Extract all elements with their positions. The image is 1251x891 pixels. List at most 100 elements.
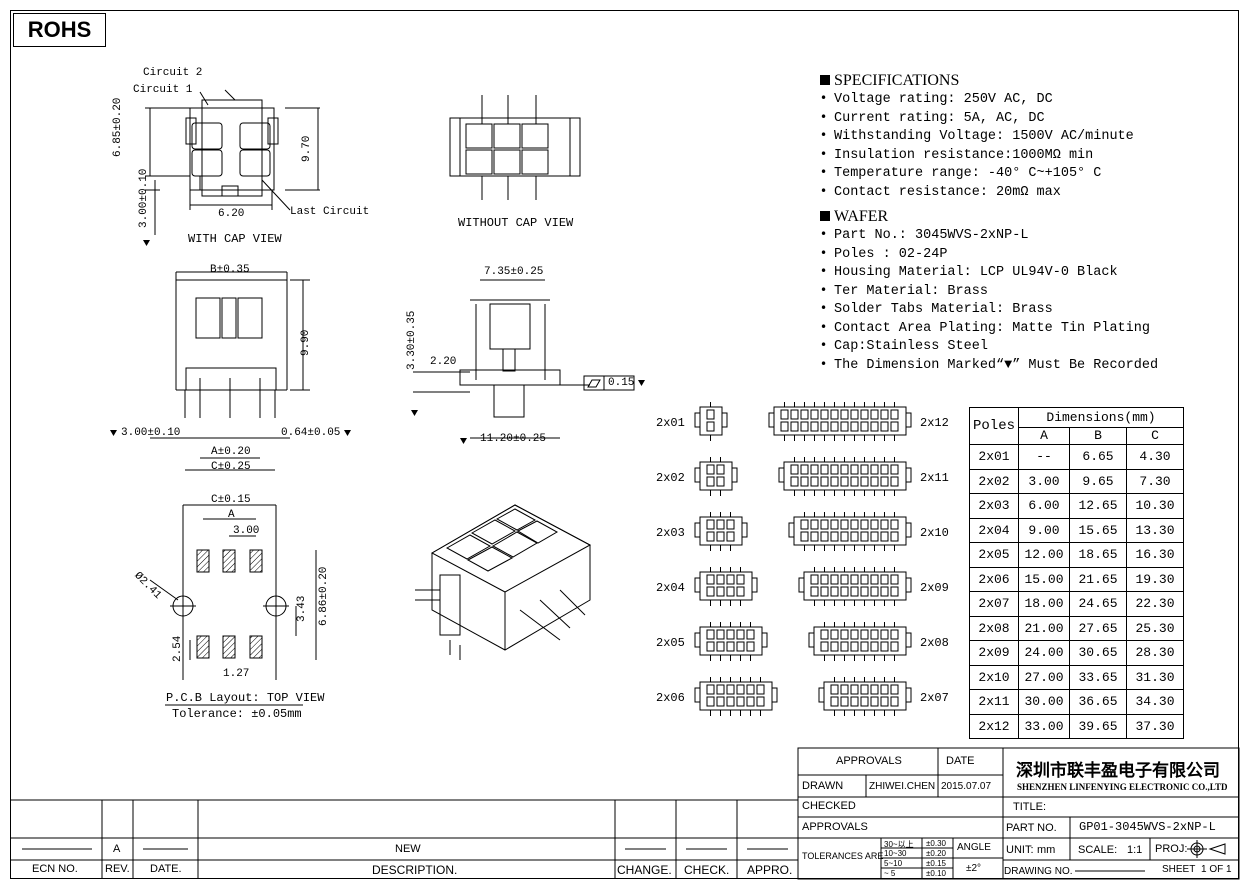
variant-2x05 [694,622,768,661]
without-cap-view-label: WITHOUT CAP VIEW [458,216,574,230]
angle-label: ANGLE [957,842,991,853]
wafer-item: Solder Tabs Material: Brass [820,300,1158,319]
variant-label: 2x08 [920,636,949,650]
with-cap-view [145,89,320,235]
rev-header: DESCRIPTION. [372,863,458,877]
rev-header: CHECK. [684,863,730,877]
dim-686: 6.86±0.20 [318,566,330,626]
dim-970: 9.70 [301,135,313,162]
variant-2x06 [694,677,778,716]
rev-header: DATE. [150,863,182,875]
table-cell: 24.00 [1018,640,1070,666]
dim-c: C±0.25 [211,461,251,473]
last-circuit-label: Last Circuit [290,206,370,218]
dim-b: B±0.35 [210,264,250,276]
table-cell: 2x10 [969,664,1019,690]
table-cell: 2x08 [969,615,1019,641]
variant-label: 2x04 [656,581,685,595]
table-cell: 3.00 [1018,468,1070,494]
pcb-layout-label: P.C.B Layout: TOP VIEW [166,691,325,705]
company-name-cn: 深圳市联丰盈电子有限公司 [1016,761,1220,781]
dim-a-pcb: A [228,509,235,521]
checked-label: CHECKED [802,800,856,812]
table-cell: 9.65 [1069,468,1127,494]
table-cell: 9.00 [1018,517,1070,543]
angle-value: ±2° [966,863,982,874]
dim-a: A±0.20 [211,446,251,458]
title-block [10,747,1240,880]
variant-2x11 [778,457,912,496]
table-cell: 33.65 [1069,664,1127,690]
table-cell: 16.30 [1126,542,1184,568]
scale-value: 1:1 [1127,844,1143,856]
table-cell: 39.65 [1069,713,1127,739]
company-name-en: SHENZHEN LINFENYING ELECTRONIC CO.,LTD [1017,782,1228,792]
table-cell: 28.30 [1126,640,1184,666]
drawn-by: ZHIWEI.CHEN [869,781,936,792]
tolerance-value: ±0.30 [926,839,946,848]
table-cell: 30.00 [1018,689,1070,715]
rev-value: A [113,843,121,855]
dim-254: 2.54 [172,635,184,662]
table-cell: 24.65 [1069,591,1127,617]
table-cell: -- [1018,444,1070,470]
unit-value: mm [1037,844,1056,856]
tolerance-value: ±0.15 [926,859,946,868]
table-cell: 7.30 [1126,468,1184,494]
wafer-item: Poles : 02-24P [820,245,1158,264]
table-cell: 31.30 [1126,664,1184,690]
pcb-layout [149,504,317,680]
drawing-frame [10,10,1239,879]
drawn-date: 2015.07.07 [941,781,992,792]
variant-2x08 [808,622,912,661]
scale-label: SCALE: [1078,844,1118,856]
table-cell: 36.65 [1069,689,1127,715]
table-cell: 15.00 [1018,566,1070,592]
sheet-label: SHEET [1162,864,1196,875]
wafer-item: Part No.: 3045WVS-2xNP-L [820,226,1158,245]
specifications-item: Withstanding Voltage: 1500V AC/minute [820,127,1134,146]
table-cell: 22.30 [1126,591,1184,617]
variant-label: 2x05 [656,636,685,650]
table-cell: 33.00 [1018,713,1070,739]
tolerance-range: ~ 5 [884,869,896,878]
table-cell: 10.30 [1126,493,1184,519]
variant-2x09 [798,567,912,606]
table-cell: 18.00 [1018,591,1070,617]
table-cell: 2x12 [969,713,1019,739]
dim-col-header: A [1018,426,1070,446]
dim-300-top: 3.00±0.10 [138,168,150,228]
wafer-item: Ter Material: Brass [820,282,1158,301]
table-cell: 2x07 [969,591,1019,617]
wafer-block: WAFER Part No.: 3045WVS-2xNP-LPoles : 02… [820,208,1158,374]
front-view [150,271,310,471]
specifications-block: SPECIFICATIONS Voltage rating: 250V AC, … [820,72,1134,201]
sheet-value: 1 OF 1 [1201,864,1232,875]
specifications-item: Insulation resistance:1000MΩ min [820,146,1134,165]
date-header: DATE [946,755,975,767]
dim-685: 6.85±0.20 [112,97,124,157]
dim-064: 0.64±0.05 [281,427,341,439]
variant-label: 2x02 [656,471,685,485]
variant-thumbnails: 2x012x022x032x042x052x062x122x112x102x09… [656,402,949,716]
without-cap-view [449,95,581,200]
rev-header: ECN NO. [32,863,78,875]
table-cell: 2x11 [969,689,1019,715]
drawing-no-label: DRAWING NO. [1004,866,1073,877]
variant-2x01 [694,402,728,441]
rev-header: CHANGE. [617,863,672,877]
drawn-label: DRAWN [802,780,844,792]
wafer-item: Contact Area Plating: Matte Tin Plating [820,319,1158,338]
dim-1120: 11.20±0.25 [480,433,547,445]
circuit1-label: Circuit 1 [133,84,193,96]
dim-127: 1.27 [223,668,250,680]
variant-2x07 [818,677,912,716]
variant-2x02 [694,457,738,496]
tolerances-label: TOLERANCES ARE [802,851,884,861]
dim-735: 7.35±0.25 [484,266,544,278]
